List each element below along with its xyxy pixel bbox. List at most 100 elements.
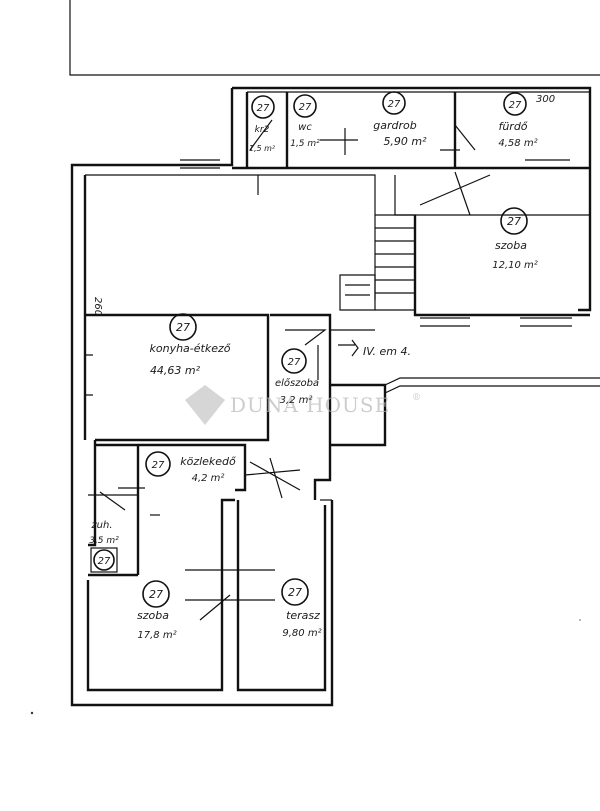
room-name: kr2 bbox=[255, 125, 270, 135]
room-number: 27 bbox=[288, 586, 302, 599]
room-name: konyha-étkező bbox=[150, 342, 231, 355]
room-name: szoba bbox=[495, 239, 527, 252]
room-number-circle bbox=[293, 94, 317, 118]
line-balcony-2 bbox=[384, 385, 600, 394]
stair-flight bbox=[375, 214, 416, 311]
room-number: 27 bbox=[257, 103, 270, 114]
door-furdo bbox=[440, 124, 476, 151]
room-furdo: 27 fürdő 4,58 m² bbox=[498, 92, 538, 149]
window-szoba-1 bbox=[420, 317, 470, 327]
window-kitchen-top bbox=[180, 159, 220, 169]
dimension-300: 300 bbox=[536, 94, 555, 105]
watermark-registered: ® bbox=[412, 393, 422, 403]
room-terasz: 27 terasz 9,80 m² bbox=[281, 578, 322, 639]
room-number-circle bbox=[281, 578, 309, 606]
room-konyha: 27 konyha-étkező 44,63 m² bbox=[150, 313, 231, 377]
room-number-circle bbox=[281, 348, 307, 374]
door-zuh bbox=[99, 487, 145, 511]
room-number-circle bbox=[142, 580, 170, 608]
room-area: 9,80 m² bbox=[282, 628, 321, 639]
stair-landing bbox=[339, 274, 376, 311]
stair-treads bbox=[375, 227, 415, 294]
room-gardrob: 27 gardrob 5,90 m² bbox=[373, 91, 427, 148]
scan-speck bbox=[579, 619, 581, 621]
room-area: 3,5 m² bbox=[89, 536, 119, 546]
room-name: gardrob bbox=[373, 119, 416, 132]
outer-wall-top-block bbox=[232, 86, 592, 165]
wall-stair-box bbox=[330, 383, 387, 447]
room-number-circle bbox=[500, 207, 528, 235]
room-eloszoba: 27 előszoba 3,2 m² bbox=[275, 348, 319, 406]
watermark: DUNA HOUSE ® bbox=[185, 385, 422, 425]
room-szoba-upper: 27 szoba 12,10 m² bbox=[492, 207, 538, 271]
room-name: előszoba bbox=[275, 377, 319, 389]
outer-wall-main bbox=[70, 88, 334, 707]
room-number: 27 bbox=[388, 99, 401, 110]
door-kozlekedo bbox=[244, 457, 301, 499]
wall-kozlekedo bbox=[95, 443, 247, 492]
room-area: 4,2 m² bbox=[192, 473, 225, 484]
room-name: szoba bbox=[137, 609, 169, 622]
wall-szoba-lower bbox=[86, 498, 235, 692]
room-number: 27 bbox=[507, 215, 521, 228]
windows bbox=[85, 159, 572, 396]
door-kr bbox=[249, 119, 273, 195]
room-area: 44,63 m² bbox=[150, 364, 201, 377]
room-name: közlekedő bbox=[180, 455, 236, 468]
room-area: 12,10 m² bbox=[492, 260, 538, 271]
room-area: 5,90 m² bbox=[383, 135, 427, 148]
wall-eloszoba bbox=[270, 313, 332, 500]
room-number: 27 bbox=[176, 321, 190, 334]
room-number: 27 bbox=[98, 556, 111, 567]
level-note: IV. em 4. bbox=[363, 345, 411, 358]
room-number-box bbox=[90, 547, 118, 573]
line-balcony-1 bbox=[384, 377, 600, 386]
window-furdo bbox=[525, 159, 570, 169]
room-number: 27 bbox=[288, 357, 301, 368]
room-name: wc bbox=[298, 122, 312, 133]
wall-zuh-left bbox=[88, 440, 97, 547]
room-szoba-lower: 27 szoba 17,8 m² bbox=[137, 580, 177, 641]
room-area: 17,8 m² bbox=[137, 630, 176, 641]
room-number-circle bbox=[251, 95, 275, 119]
wall-terasz bbox=[236, 500, 327, 692]
watermark-text: DUNA HOUSE bbox=[230, 393, 390, 417]
room-number-circle bbox=[503, 92, 527, 116]
entry-arrow bbox=[338, 339, 359, 357]
dimension-260: 260 bbox=[92, 297, 103, 316]
wall-kitchen-top bbox=[85, 174, 376, 300]
room-area: 3,2 m² bbox=[280, 395, 313, 406]
window-kitchen-left bbox=[85, 354, 93, 396]
room-name: zuh. bbox=[90, 520, 112, 531]
room-area: 1,5 m² bbox=[290, 139, 320, 149]
wall-szoba-upper-top bbox=[394, 175, 590, 216]
room-kr2: 27 kr2 1,5 m² bbox=[249, 95, 276, 153]
door-szoba-terasz bbox=[185, 569, 275, 621]
room-number-circle bbox=[169, 313, 197, 341]
stair-landing-treads bbox=[345, 284, 370, 296]
window-szoba-2 bbox=[520, 317, 572, 327]
room-area: 1,5 m² bbox=[249, 144, 276, 153]
stair-arrow bbox=[419, 171, 491, 216]
scan-speck bbox=[30, 711, 34, 715]
room-kozlekedo: 27 közlekedő 4,2 m² bbox=[145, 451, 236, 484]
room-area: 4,58 m² bbox=[498, 138, 537, 149]
duna-house-logo bbox=[185, 385, 225, 425]
building-outline-top bbox=[69, 0, 600, 76]
room-number-circle bbox=[93, 549, 115, 571]
room-number-circle bbox=[382, 91, 406, 115]
outer-wall-right bbox=[578, 165, 592, 312]
door-wc bbox=[320, 128, 358, 155]
room-name: fürdő bbox=[498, 120, 527, 133]
room-name: terasz bbox=[286, 609, 320, 622]
room-number: 27 bbox=[299, 102, 312, 113]
room-number: 27 bbox=[152, 460, 165, 471]
room-number-circle bbox=[145, 451, 171, 477]
doors bbox=[99, 119, 476, 621]
room-number: 27 bbox=[509, 100, 522, 111]
door-eloszoba bbox=[285, 329, 327, 380]
room-zuhanyzo: zuh. 3,5 m² 27 bbox=[89, 520, 119, 573]
room-wc: 27 wc 1,5 m² bbox=[290, 94, 320, 149]
room-number: 27 bbox=[149, 588, 163, 601]
